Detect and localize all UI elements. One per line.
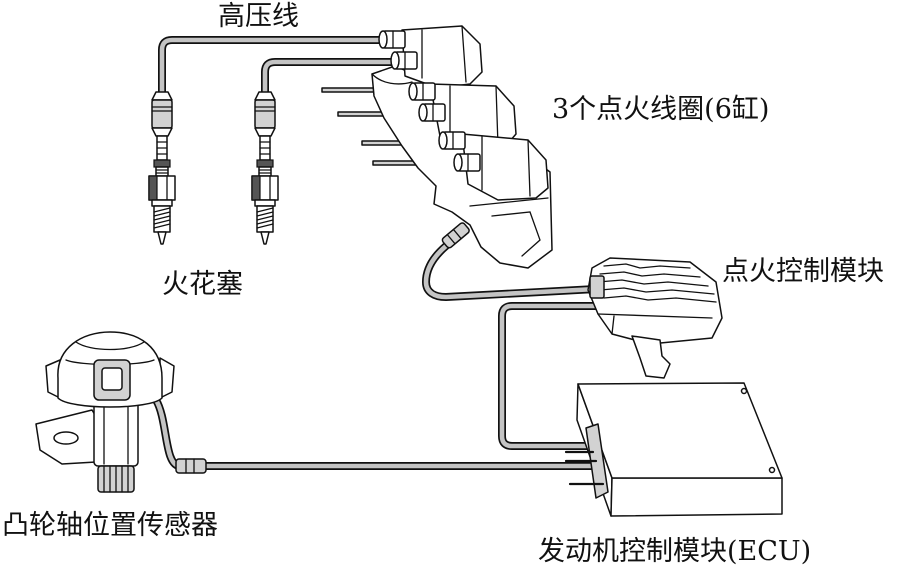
boot-taper <box>151 127 173 137</box>
boot <box>254 99 276 129</box>
connector-ribs <box>185 458 195 474</box>
connector-ribs <box>446 228 462 245</box>
plate-detail <box>371 73 549 257</box>
lower-body-edge <box>103 399 129 465</box>
boot-bands <box>254 106 276 112</box>
engine-control-module <box>564 382 783 517</box>
high-voltage-wire-2 <box>261 58 400 98</box>
gasket <box>254 199 276 207</box>
module-connector <box>589 275 605 299</box>
insulator-ribs <box>156 141 168 155</box>
hex-nut-shade <box>148 175 158 201</box>
module-heatsink-fins <box>597 263 717 303</box>
module-edge <box>597 313 713 335</box>
tower-end <box>390 51 400 70</box>
coil-tower-6 <box>453 153 481 172</box>
connector-body <box>441 222 470 249</box>
coil-tower-5 <box>438 131 466 150</box>
high-voltage-wire-1 <box>158 36 388 98</box>
gear-teeth <box>103 465 129 493</box>
neck-ribs <box>258 169 272 174</box>
tower-end <box>438 131 448 150</box>
coil-tower-3 <box>408 82 436 101</box>
camshaft-position-sensor <box>35 331 175 493</box>
neck <box>155 166 169 177</box>
boot-bands <box>151 106 173 112</box>
coil-harness-connector <box>441 222 470 249</box>
cable-outline <box>152 396 602 470</box>
sensor-to-ecu-cable <box>152 396 602 470</box>
connector-body <box>175 458 207 474</box>
module-to-ecu-cable <box>498 302 618 450</box>
sensor-lower-body <box>93 397 139 467</box>
ecu-screw <box>768 466 776 474</box>
mounting-slot <box>53 431 79 445</box>
module-bracket <box>631 335 671 379</box>
electrode-tip <box>260 231 270 245</box>
threads <box>153 207 171 229</box>
coil-body-3-edges <box>481 135 531 197</box>
spark-plug-1 <box>148 91 176 245</box>
ecu-screw <box>740 387 748 395</box>
wire-core <box>159 37 387 97</box>
threads <box>256 207 274 229</box>
coil-body-2-edges <box>449 85 499 147</box>
boot-taper <box>254 127 276 137</box>
ignition-control-module <box>587 257 723 379</box>
ignition-coil-pack <box>371 25 553 269</box>
cable-core <box>423 243 599 300</box>
label-ignition-control-module: 点火控制模块 <box>722 256 884 287</box>
coil-body-1-edges <box>421 25 467 83</box>
coil-body-3 <box>461 133 549 201</box>
hex-nut-shade <box>251 175 261 201</box>
neck <box>258 166 272 177</box>
boot-cap <box>254 91 276 101</box>
gasket <box>151 199 173 207</box>
sensor-cable-connector <box>175 458 207 474</box>
boot-cap <box>151 91 173 101</box>
cable-core <box>499 303 617 449</box>
label-ignition-coils: 3个点火线圈(6缸) <box>552 94 769 125</box>
spark-plug-2 <box>251 91 279 245</box>
collar <box>256 159 274 168</box>
coil-tower-4 <box>418 103 446 122</box>
neck-ribs <box>155 169 169 174</box>
coil-tower-1 <box>378 30 406 49</box>
cable-core <box>153 397 601 469</box>
tower-end <box>408 82 418 101</box>
sensor-window-inner <box>101 367 123 391</box>
label-camshaft-position-sensor: 凸轮轴位置传感器 <box>2 510 218 541</box>
wire-core <box>262 59 399 97</box>
label-high-voltage-wire: 高压线 <box>218 1 299 32</box>
tower-end <box>378 30 388 49</box>
ecu-top-face <box>577 382 783 479</box>
boot <box>151 99 173 129</box>
ecu-connector-pins <box>564 450 605 486</box>
label-engine-control-module: 发动机控制模块(ECU) <box>538 536 811 567</box>
tower-end <box>418 103 428 122</box>
electrode-tip <box>157 231 167 245</box>
wire-outline <box>158 36 388 98</box>
coil-to-module-cable <box>422 242 600 301</box>
coil-tower-2 <box>390 51 418 70</box>
insulator-ribs <box>259 141 271 155</box>
ecu-front-face <box>610 477 783 517</box>
tower-end <box>453 153 463 172</box>
collar <box>153 159 171 168</box>
label-spark-plugs: 火花塞 <box>162 269 243 300</box>
